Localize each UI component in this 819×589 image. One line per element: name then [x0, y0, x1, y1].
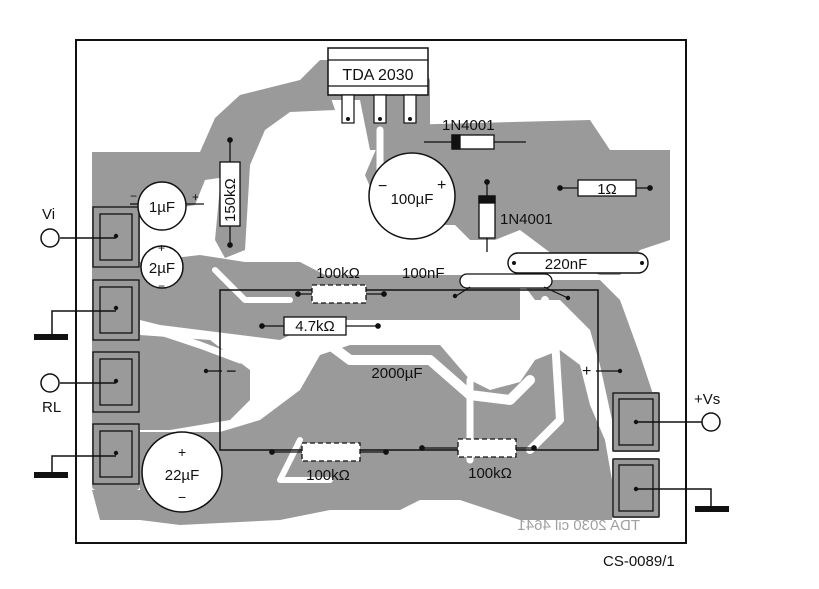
cap-2000u-plus: +	[582, 363, 591, 380]
cap-100u-label: 100µF	[391, 191, 434, 208]
drawing-code: CS-0089/1	[603, 553, 675, 570]
cap-220n-label: 220nF	[545, 256, 588, 273]
ground-symbol	[34, 334, 68, 478]
cap-100n	[452, 273, 571, 301]
ic-tda2030	[327, 47, 429, 124]
resistor-1ohm-label: 1Ω	[597, 181, 617, 198]
left-pads	[92, 206, 140, 485]
cap-2u-minus: −	[158, 279, 165, 293]
cap-22u-minus: −	[178, 489, 186, 505]
resistor-4k7-label: 4.7kΩ	[295, 318, 335, 335]
diode-top	[424, 134, 526, 150]
ic-label: TDA 2030	[342, 67, 413, 84]
diode-right-label: 1N4001	[500, 211, 553, 228]
cap-1u	[130, 181, 204, 231]
cap-100n-label: 100nF	[402, 265, 445, 282]
cap-22u-label: 22µF	[165, 467, 200, 484]
cap-1u-label: 1µF	[149, 199, 175, 216]
cap-22u	[141, 431, 223, 513]
cap-22u-plus: +	[178, 444, 186, 460]
right-terminals	[636, 412, 721, 506]
cap-2000u-outline	[203, 289, 623, 451]
ground-symbol	[695, 506, 729, 512]
cap-2000u-minus: −	[226, 361, 237, 381]
resistor-150k	[219, 137, 241, 248]
resistor-100k-bottom-left-label: 100kΩ	[306, 467, 350, 484]
left-terminals	[40, 228, 116, 474]
cap-2000u-label: 2000µF	[371, 365, 422, 382]
resistor-150k-label: 150kΩ	[222, 178, 239, 222]
cap-1u-plus: +	[192, 190, 199, 204]
resistor-100k-top	[295, 284, 387, 304]
resistor-100k-bottom-right-label: 100kΩ	[468, 465, 512, 482]
resistor-4k7	[259, 316, 381, 336]
resistor-1ohm	[557, 179, 653, 197]
diode-top-label: 1N4001	[442, 117, 495, 134]
terminal-vs-label: +Vs	[694, 391, 720, 408]
cap-2u-plus: +	[158, 241, 165, 255]
cap-1u-minus: −	[130, 189, 137, 203]
terminal-vi-label: Vi	[42, 206, 55, 223]
cap-100u-plus: +	[437, 177, 446, 194]
terminal-rl-label: RL	[42, 399, 61, 416]
resistor-100k-top-label: 100kΩ	[316, 265, 360, 282]
diode-right	[478, 179, 496, 252]
resistor-100k-bottom-left	[269, 442, 389, 462]
cap-2u-label: 2µF	[149, 260, 175, 277]
cap-2u	[140, 245, 184, 289]
cap-100u-minus: −	[378, 178, 387, 195]
resistor-100k-bottom-right	[419, 438, 537, 458]
cap-220n	[507, 252, 649, 274]
cap-100u	[368, 152, 456, 240]
mirrored-text: TDA 2030 cil 4641	[517, 517, 640, 534]
